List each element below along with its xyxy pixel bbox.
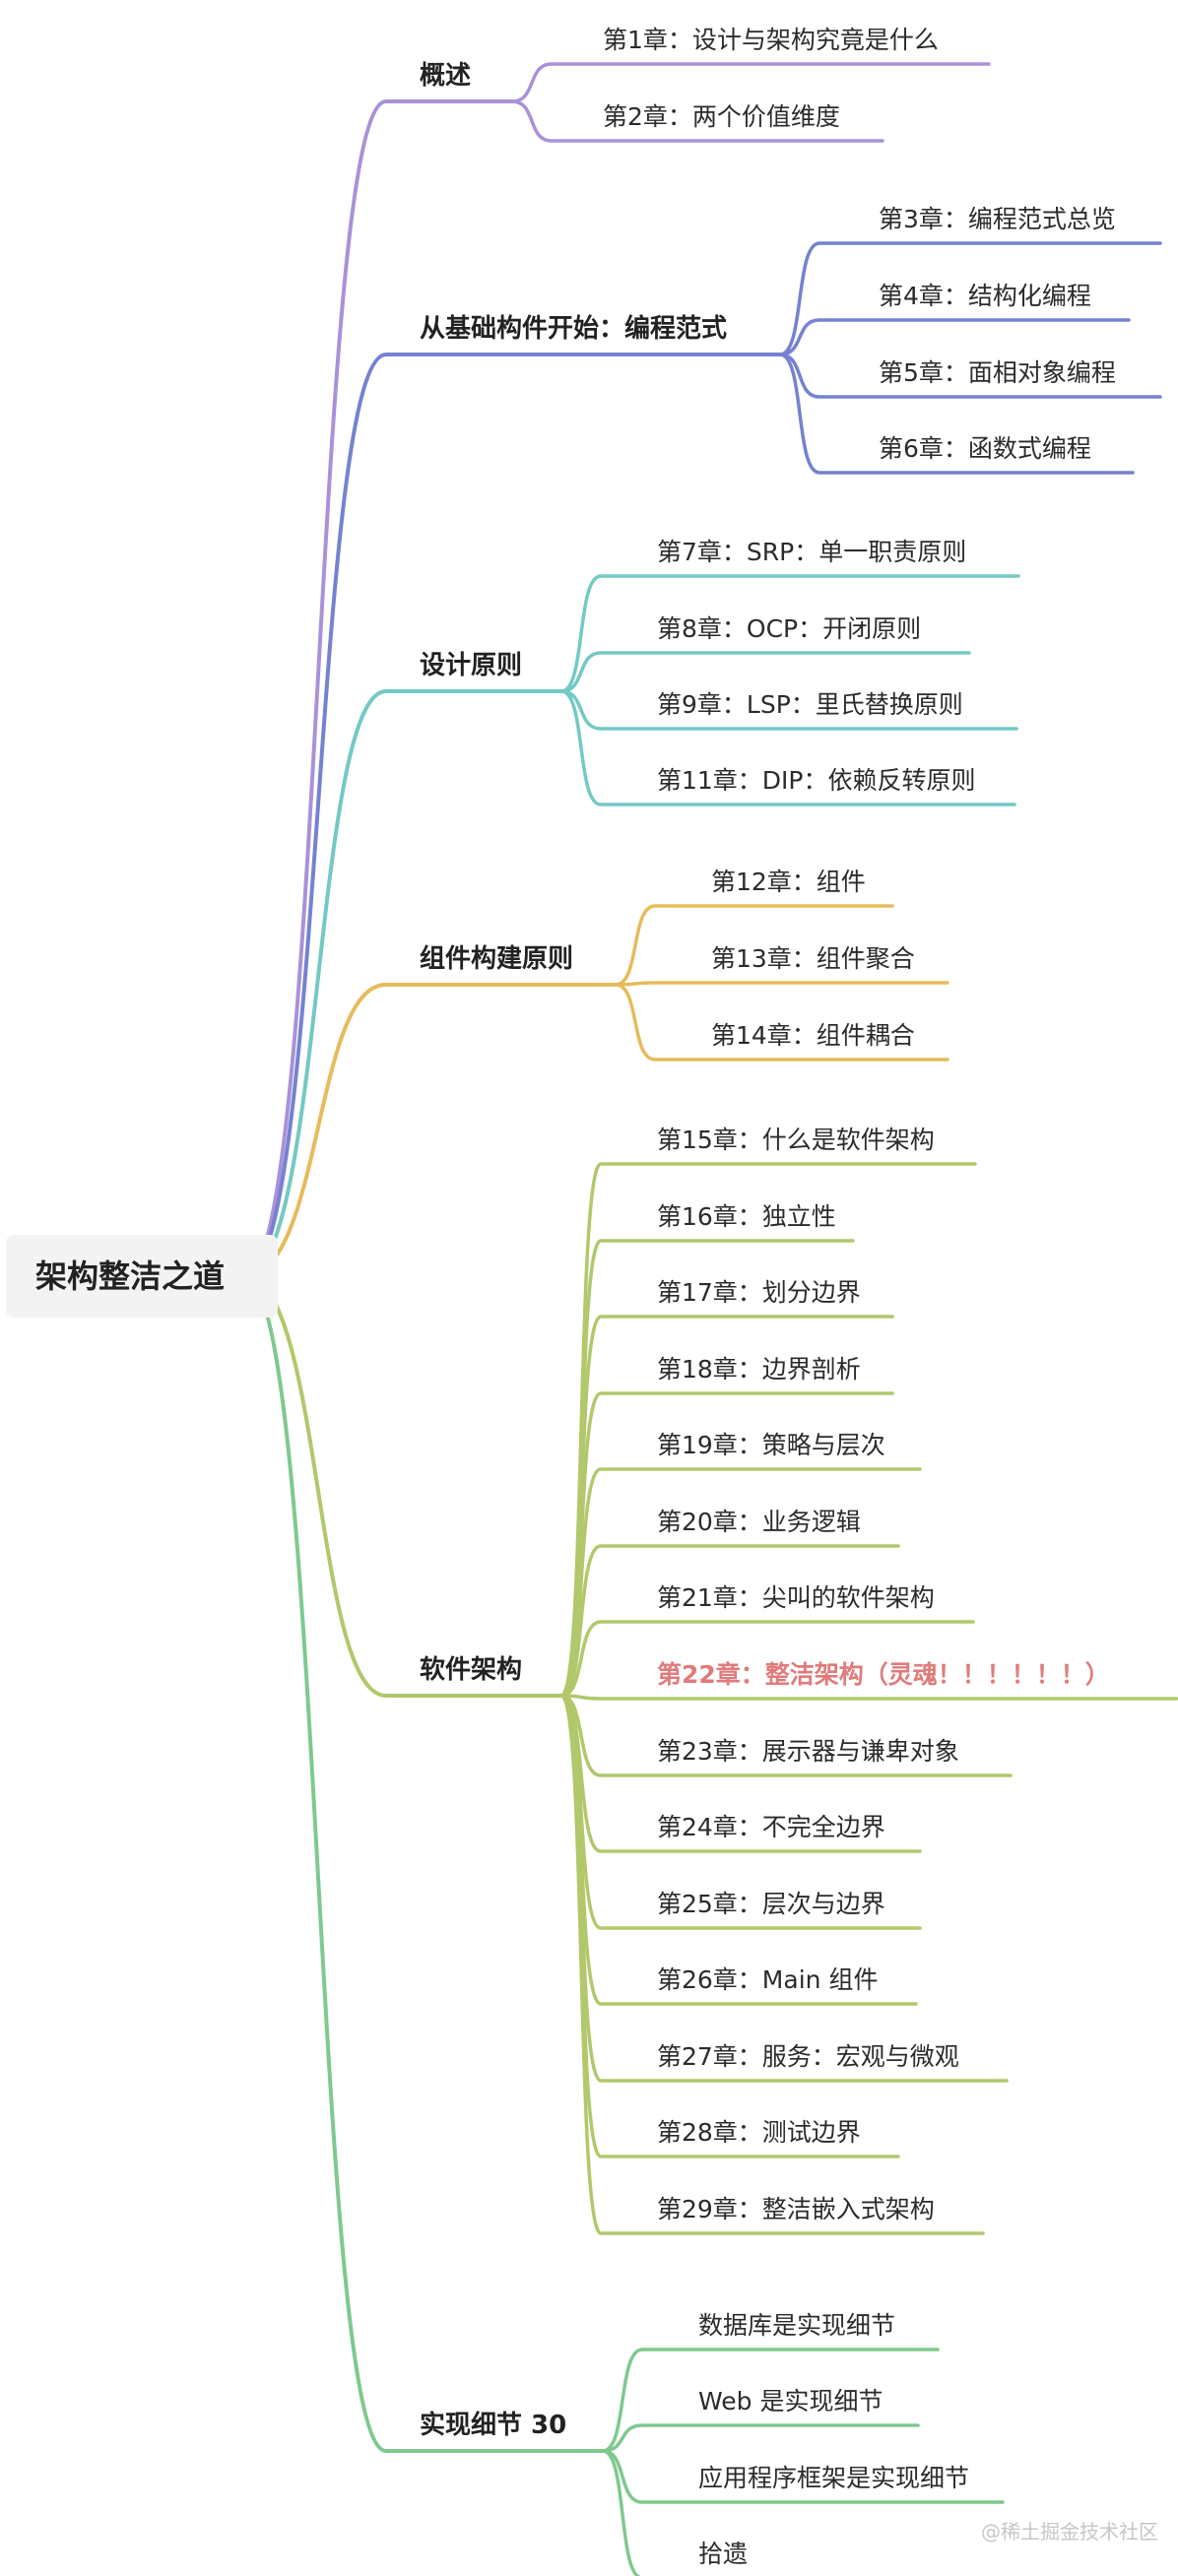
leaf-connector — [559, 689, 1016, 806]
root-node[interactable] — [6, 1235, 278, 1318]
leaf-label[interactable]: 第17章：划分边界 — [657, 1278, 861, 1307]
leaf-label[interactable]: 第7章：SRP：单一职责原则 — [657, 538, 967, 566]
leaf-connector — [559, 574, 1020, 693]
leaf-connector — [778, 353, 1162, 399]
branch-label[interactable]: 软件架构 — [420, 1655, 523, 1685]
leaf-label[interactable]: 第20章：业务逻辑 — [657, 1508, 861, 1536]
branch-label[interactable]: 设计原则 — [420, 651, 523, 680]
leaf-label[interactable]: 第29章：整洁嵌入式架构 — [657, 2195, 935, 2223]
leaf-label[interactable]: 第1章：设计与架构究竟是什么 — [603, 26, 939, 54]
leaf-connector — [778, 241, 1162, 356]
leaf-label[interactable]: 第28章：测试边界 — [657, 2118, 861, 2147]
leaf-label[interactable]: 拾遗 — [698, 2540, 749, 2568]
leaf-label[interactable]: 第21章：尖叫的软件架构 — [657, 1583, 935, 1612]
leaf-connector — [601, 2423, 920, 2453]
leaf-label[interactable]: 第2章：两个价值维度 — [603, 102, 840, 131]
leaf-label[interactable]: 第3章：编程范式总览 — [879, 205, 1116, 233]
leaf-label[interactable]: 第14章：组件耦合 — [711, 1021, 915, 1050]
leaf-label[interactable]: 第9章：LSP：里氏替换原则 — [657, 690, 963, 719]
leaf-label[interactable]: 第15章：什么是软件架构 — [657, 1126, 935, 1154]
leaf-label[interactable]: 第18章：边界剖析 — [657, 1355, 861, 1384]
leaf-connector — [614, 981, 949, 987]
leaf-label-highlight[interactable]: 第22章：整洁架构（灵魂！！！！！！） — [657, 1660, 1110, 1689]
leaf-label[interactable]: 第12章：组件 — [711, 868, 866, 896]
watermark: @稀土掘金技术社区 — [981, 2520, 1158, 2544]
leaf-connector — [559, 1162, 977, 1698]
leaf-connector — [559, 1694, 985, 2235]
leaf-label[interactable]: 第6章：函数式编程 — [879, 434, 1091, 463]
leaf-label[interactable]: Web 是实现细节 — [698, 2387, 884, 2415]
leaf-label[interactable]: 第5章：面相对象编程 — [879, 358, 1116, 387]
leaf-connector — [778, 318, 1131, 356]
branch-label[interactable]: 从基础构件开始：编程范式 — [420, 314, 728, 344]
leaf-label[interactable]: 第16章：独立性 — [657, 1202, 836, 1231]
leaf-label[interactable]: 第23章：展示器与谦卑对象 — [657, 1737, 959, 1766]
leaf-label[interactable]: 第26章：Main 组件 — [657, 1965, 879, 1994]
leaf-label[interactable]: 数据库是实现细节 — [698, 2311, 896, 2340]
leaf-label[interactable]: 第27章：服务：宏观与微观 — [657, 2042, 959, 2071]
leaf-label[interactable]: 第25章：层次与边界 — [657, 1890, 885, 1918]
leaf-connector — [559, 1694, 1178, 1701]
branch-label[interactable]: 实现细节 30 — [420, 2411, 567, 2440]
leaf-label[interactable]: 第11章：DIP：依赖反转原则 — [657, 766, 976, 795]
leaf-connector — [778, 353, 1135, 475]
branch-connector — [242, 99, 514, 1278]
branch-connector — [242, 1274, 605, 2453]
leaf-connector — [559, 1620, 975, 1698]
leaf-connector — [559, 1544, 900, 1698]
leaf-label[interactable]: 应用程序框架是实现细节 — [698, 2464, 970, 2492]
leaf-connector — [614, 904, 894, 987]
leaf-label[interactable]: 第8章：OCP：开闭原则 — [657, 614, 922, 643]
branch-connector — [242, 353, 782, 1278]
leaf-connector — [601, 2449, 642, 2576]
branch-label[interactable]: 概述 — [420, 61, 472, 91]
leaf-label[interactable]: 第4章：结构化编程 — [879, 282, 1091, 310]
root-label: 架构整洁之道 — [35, 1257, 226, 1295]
leaf-connector — [510, 62, 991, 103]
leaf-connector — [510, 99, 884, 143]
branch-label[interactable]: 组件构建原则 — [420, 944, 574, 974]
leaf-connector — [559, 651, 971, 693]
leaf-connector — [559, 689, 1018, 731]
leaf-label[interactable]: 第24章：不完全边界 — [657, 1813, 885, 1841]
leaf-label[interactable]: 第13章：组件聚合 — [711, 944, 915, 973]
leaf-label[interactable]: 第19章：策略与层次 — [657, 1431, 885, 1459]
leaf-connector — [601, 2348, 940, 2453]
leaf-connector — [614, 983, 949, 1062]
